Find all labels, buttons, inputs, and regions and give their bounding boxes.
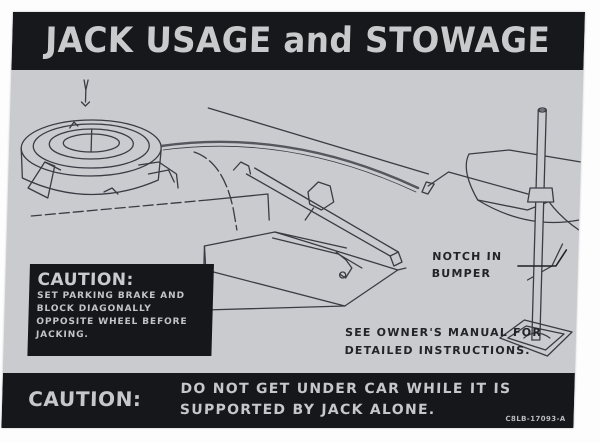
caution-box: CAUTION: SET PARKING BRAKE AND BLOCK DIA…	[27, 264, 214, 356]
caution-box-title: CAUTION:	[37, 270, 135, 290]
wing-nut-icon	[80, 79, 91, 107]
jack-post-icon	[527, 107, 555, 341]
notch-callout-line: BUMPER	[431, 267, 492, 280]
trunk-outline-icon	[160, 107, 430, 231]
footer-caution-label: CAUTION:	[27, 387, 142, 411]
manual-note-line: DETAILED INSTRUCTIONS.	[344, 344, 531, 357]
footer-caution-message: DO NOT GET UNDER CAR WHILE IT IS SUPPORT…	[180, 379, 512, 421]
title-band: JACK USAGE and STOWAGE	[11, 12, 586, 70]
jack-usage-decal: JACK USAGE and STOWAGE	[1, 12, 586, 428]
owners-manual-note: SEE OWNER'S MANUAL FOR DETAILED INSTRUCT…	[344, 324, 542, 360]
part-number: C8LB-17093-A	[505, 415, 566, 423]
jack-handle-icon	[421, 171, 529, 195]
caution-box-line: BLOCK DIAGONALLY	[36, 304, 152, 314]
jack-illustration	[20, 79, 582, 357]
notch-callout-line: NOTCH IN	[431, 250, 503, 263]
stowed-jack-icon	[202, 161, 403, 315]
caution-box-line: JACKING.	[35, 330, 89, 340]
footer-message-line: SUPPORTED BY JACK ALONE.	[179, 402, 436, 418]
caution-box-line: OPPOSITE WHEEL BEFORE	[36, 317, 188, 327]
footer-message-line: DO NOT GET UNDER CAR WHILE IT IS	[180, 381, 512, 397]
notch-callout-label: NOTCH IN BUMPER	[431, 248, 503, 282]
footer-caution-band: CAUTION: DO NOT GET UNDER CAR WHILE IT I…	[1, 373, 575, 428]
caution-box-line: SET PARKING BRAKE AND	[36, 291, 186, 301]
jack-base-icon	[499, 319, 573, 357]
spare-tire-icon	[20, 119, 179, 199]
manual-note-line: SEE OWNER'S MANUAL FOR	[344, 326, 543, 339]
decal-title: JACK USAGE and STOWAGE	[45, 21, 552, 61]
